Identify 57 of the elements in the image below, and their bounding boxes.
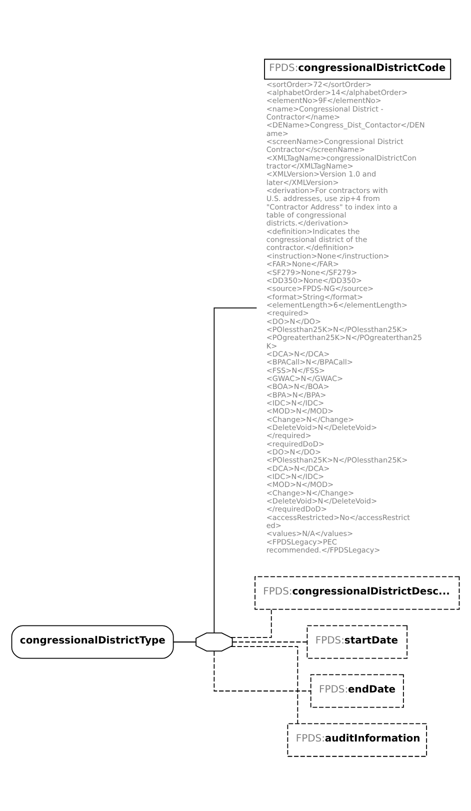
node-label: <IDC>N</IDC>	[266, 398, 324, 407]
node-label: <format>String</format>	[266, 292, 364, 301]
node-label: <FSS>N</FSS>	[266, 365, 326, 374]
node-label: <POgreaterthan25K>N</POgreaterthan25K>	[266, 332, 422, 350]
node-label: <DeleteVoid>N</DeleteVoid>	[266, 422, 378, 432]
node-label: <elementLength>6</elementLength>	[266, 300, 408, 309]
node-label: <POlessthan25K>N</POlessthan25K>	[266, 324, 408, 334]
node-label: <values>N/A</values>	[266, 528, 354, 538]
node-label: <sortOrder>72</sortOrder>	[266, 79, 372, 88]
node-label: <Change>N</Change>	[266, 488, 354, 497]
connector	[172, 641, 196, 642]
node-label: <DCA>N</DCA>	[266, 463, 330, 472]
node-label: <required>	[266, 308, 309, 318]
node-box: congressionalDistrictType	[11, 624, 174, 658]
node-label: <XMLVersion>Version 1.0 and later</XMLVersion>	[266, 169, 376, 186]
connector	[232, 641, 308, 642]
node-label: <DEName>Congress_Dist_Contactor</DEName>	[266, 120, 425, 138]
connector	[230, 608, 272, 638]
node-label: <elementNo>9F</elementNo>	[266, 96, 382, 105]
connector	[214, 307, 258, 633]
node-label: <POlessthan25K>N</POlessthan25K>	[266, 455, 408, 464]
node-label: <source>FPDS-NG</source>	[266, 284, 374, 293]
node-label: </required>	[266, 430, 312, 440]
node-box: FPDS:auditInformation	[287, 722, 428, 756]
node-label: <screenName>Congressional District Contractor</screenName>	[266, 136, 404, 154]
node-label: <GWAC>N</GWAC>	[266, 373, 344, 382]
node-label: <FAR>None</FAR>	[266, 259, 340, 268]
node-octagon	[196, 632, 233, 652]
node-label: <alphabetOrder>14</alphabetOrder>	[266, 88, 408, 97]
node-label: <MOD>N</MOD>	[266, 480, 334, 489]
node-label: <accessRestricted>No</accessRestricted>	[266, 512, 410, 530]
node-label: <IDC>N</IDC>	[266, 471, 324, 480]
node-label: <requiredDoD>	[266, 438, 324, 448]
node-label: <Change>N</Change>	[266, 414, 354, 424]
connector	[214, 650, 312, 691]
node-label: <FPDSLegacy>PEC recommended.</FPDSLegacy>	[266, 536, 380, 554]
node-label: </requiredDoD>	[266, 504, 327, 514]
connector	[230, 646, 298, 724]
node-label: <SF279>None</SF279>	[266, 267, 358, 276]
node-box: FPDS:endDate	[310, 674, 404, 708]
node-label: <BOA>N</BOA>	[266, 382, 330, 391]
node-label: <name>Congressional District - Contractor</name>	[266, 104, 384, 122]
node-label: <DD350>None</DD350>	[266, 275, 362, 284]
node-box: FPDS:startDate	[306, 624, 408, 658]
node-label: <DO>N</DO>	[266, 316, 322, 326]
node-box: FPDS:congressionalDistrictDesc...	[254, 576, 460, 610]
node-label: <BPA>N</BPA>	[266, 390, 326, 399]
node-label: <derivation>For contractors with U.S. addresses, use zip+4 from "Contractor Address" to index into a table of congressional districts.</derivation>	[266, 186, 398, 228]
node-box: FPDS:congressionalDistrictCode	[264, 58, 452, 80]
node-label: <BPACall>N</BPACall>	[266, 357, 354, 366]
node-label: <definition>Indicates the congressional district of the contractor.</definition>	[266, 226, 368, 252]
node-label: <instruction>None</instruction>	[266, 250, 390, 260]
node-label: <DO>N</DO>	[266, 446, 322, 456]
node-label: <XMLTagName>congressionalDistrictContractor</XMLTagName>	[266, 152, 417, 170]
node-label: <MOD>N</MOD>	[266, 406, 334, 416]
node-label: <DeleteVoid>N</DeleteVoid>	[266, 496, 378, 505]
node-label: <DCA>N</DCA>	[266, 348, 330, 358]
